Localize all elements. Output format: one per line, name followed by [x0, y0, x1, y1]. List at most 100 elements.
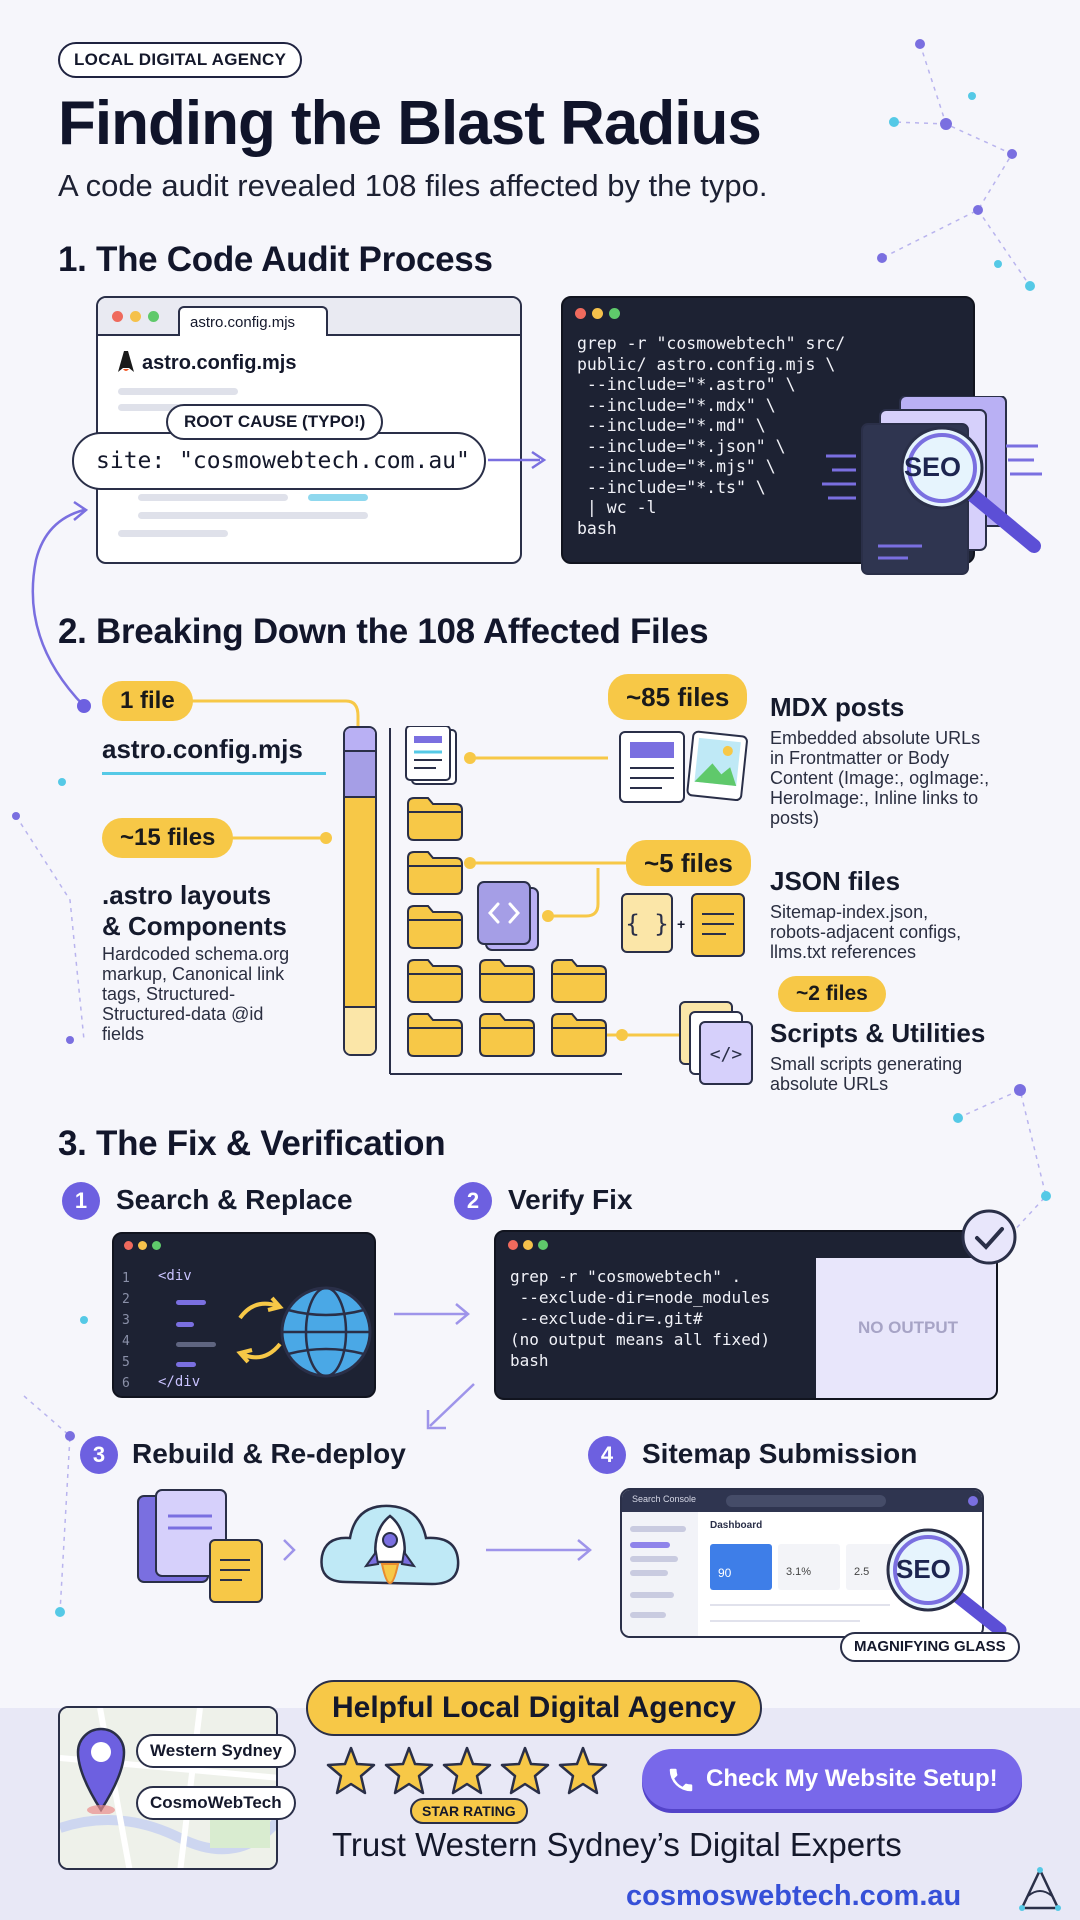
astro-count-badge: ~15 files — [102, 818, 234, 858]
verify-command: grep -r "cosmowebtech" . --exclude-dir=n… — [510, 1267, 771, 1370]
config-file-name: astro.config.mjs — [142, 352, 297, 374]
code-line — [176, 1300, 206, 1305]
star-rating-label: STAR RATING — [410, 1798, 528, 1824]
section-2-title: 2. Breaking Down the 108 Affected Files — [58, 612, 709, 651]
check-website-button[interactable]: Check My Website Setup! — [642, 1749, 1022, 1809]
seo-label: SEO — [904, 452, 962, 482]
phone-icon — [669, 1768, 693, 1792]
brand-logo-icon — [1019, 1867, 1061, 1911]
magnifying-glass-label: MAGNIFYING GLASS — [840, 1632, 1020, 1662]
step-1-number: 1 — [62, 1182, 100, 1220]
mdx-description: Embedded absolute URLs in Frontmatter or… — [770, 728, 990, 828]
root-cause-label: ROOT CAUSE (TYPO!) — [166, 404, 384, 440]
trust-tagline: Trust Western Sydney’s Digital Experts — [332, 1826, 902, 1863]
star-rating — [326, 1746, 608, 1795]
helpful-banner: Helpful Local Digital Agency — [306, 1680, 762, 1736]
astro-description: Hardcoded schema.org markup, Canonical l… — [102, 944, 290, 1044]
maximize-dot-icon — [152, 1241, 161, 1250]
console-search-bar[interactable] — [726, 1495, 886, 1507]
document-icon — [405, 726, 457, 785]
json-braces-icon: { } — [621, 893, 673, 953]
bar-segment-config — [345, 728, 375, 750]
editor-close-tag: </div — [158, 1374, 201, 1390]
close-dot-icon — [508, 1240, 518, 1250]
maximize-dot-icon — [538, 1240, 548, 1250]
seo-documents-icon — [822, 396, 1042, 575]
cloud-rocket-icon — [320, 1504, 460, 1586]
console-titlebar: Search Console — [622, 1490, 982, 1512]
location-pill: Western Sydney — [136, 1734, 296, 1768]
section-1-title: 1. The Code Audit Process — [58, 240, 493, 279]
minimize-dot-icon — [138, 1241, 147, 1250]
mdx-count-badge: ~85 files — [608, 674, 748, 720]
seo-magnifier-label: SEO — [896, 1554, 951, 1584]
magnifier-icon — [886, 1528, 1007, 1637]
grep-command: grep -r "cosmowebtech" src/ public/ astr… — [577, 334, 846, 538]
star-icon — [384, 1746, 434, 1795]
json-document-icon — [691, 893, 745, 957]
scripts-description: Small scripts generating absolute URLs — [770, 1054, 963, 1094]
star-icon — [326, 1746, 376, 1795]
console-panel-title: Dashboard — [710, 1520, 763, 1531]
browser-tab[interactable]: astro.config.mjs — [178, 306, 328, 336]
breakdown-connectors — [186, 699, 690, 1075]
star-icon — [500, 1746, 550, 1795]
code-line — [118, 388, 238, 395]
step-1-title: Search & Replace — [116, 1184, 353, 1215]
code-file-icon — [477, 881, 539, 951]
agency-tag: LOCAL DIGITAL AGENCY — [58, 42, 303, 78]
map-pin-icon — [76, 1727, 126, 1814]
config-file-label: astro.config.mjs — [102, 734, 303, 764]
code-line — [176, 1322, 194, 1327]
close-dot-icon — [112, 311, 123, 322]
minimize-dot-icon — [592, 308, 603, 319]
minimize-dot-icon — [523, 1240, 533, 1250]
check-icon — [961, 1209, 1017, 1265]
terminal-titlebar — [563, 298, 973, 328]
bar-segment-other — [345, 1006, 375, 1054]
page-title: Finding the Blast Radius — [58, 89, 762, 158]
astro-heading: .astro layouts & Components — [102, 880, 287, 941]
step-2-number: 2 — [454, 1182, 492, 1220]
editor-open-tag: <div — [158, 1268, 192, 1284]
rebuild-files-icon — [137, 1489, 263, 1603]
json-count-badge: ~5 files — [626, 840, 751, 886]
scripts-heading: Scripts & Utilities — [770, 1018, 986, 1048]
config-count-badge: 1 file — [102, 681, 193, 721]
code-line — [176, 1362, 196, 1367]
json-heading: JSON files — [770, 866, 901, 896]
code-line — [138, 494, 288, 501]
replace-globe-icon — [236, 1286, 372, 1378]
verify-terminal: grep -r "cosmowebtech" . --exclude-dir=n… — [494, 1230, 998, 1400]
minimize-dot-icon — [130, 311, 141, 322]
page-subtitle: A code audit revealed 108 files affected… — [58, 168, 768, 203]
star-icon — [558, 1746, 608, 1795]
browser-titlebar: astro.config.mjs — [98, 298, 520, 336]
console-sidebar — [622, 1512, 698, 1636]
close-dot-icon — [575, 308, 586, 319]
avatar[interactable] — [968, 1496, 978, 1506]
flow-arrows — [31, 450, 547, 713]
code-line — [118, 530, 228, 537]
close-dot-icon — [124, 1241, 133, 1250]
site-config-line: site: "cosmowebtech.com.au" — [72, 432, 486, 490]
script-files-icon: </> — [679, 1001, 753, 1085]
json-description: Sitemap-index.json, robots-adjacent conf… — [770, 902, 962, 962]
step-2-title: Verify Fix — [508, 1184, 633, 1215]
code-line-highlight — [308, 494, 368, 501]
astro-logo-icon — [118, 351, 134, 372]
file-share-bar — [343, 726, 377, 1056]
console-brand: Search Console — [632, 1494, 697, 1504]
maximize-dot-icon — [148, 311, 159, 322]
step-3-title: Rebuild & Re-deploy — [132, 1438, 406, 1469]
star-icon — [442, 1746, 492, 1795]
website-link[interactable]: cosmoswebtech.com.au — [626, 1880, 962, 1912]
article-image-icons — [619, 730, 748, 803]
svg-text:{ }: { } — [625, 910, 668, 938]
terminal-titlebar — [496, 1232, 996, 1258]
cta-label: Check My Website Setup! — [706, 1765, 998, 1792]
bar-segment-mdx — [345, 796, 375, 1006]
maximize-dot-icon — [609, 308, 620, 319]
config-underline — [102, 772, 326, 775]
